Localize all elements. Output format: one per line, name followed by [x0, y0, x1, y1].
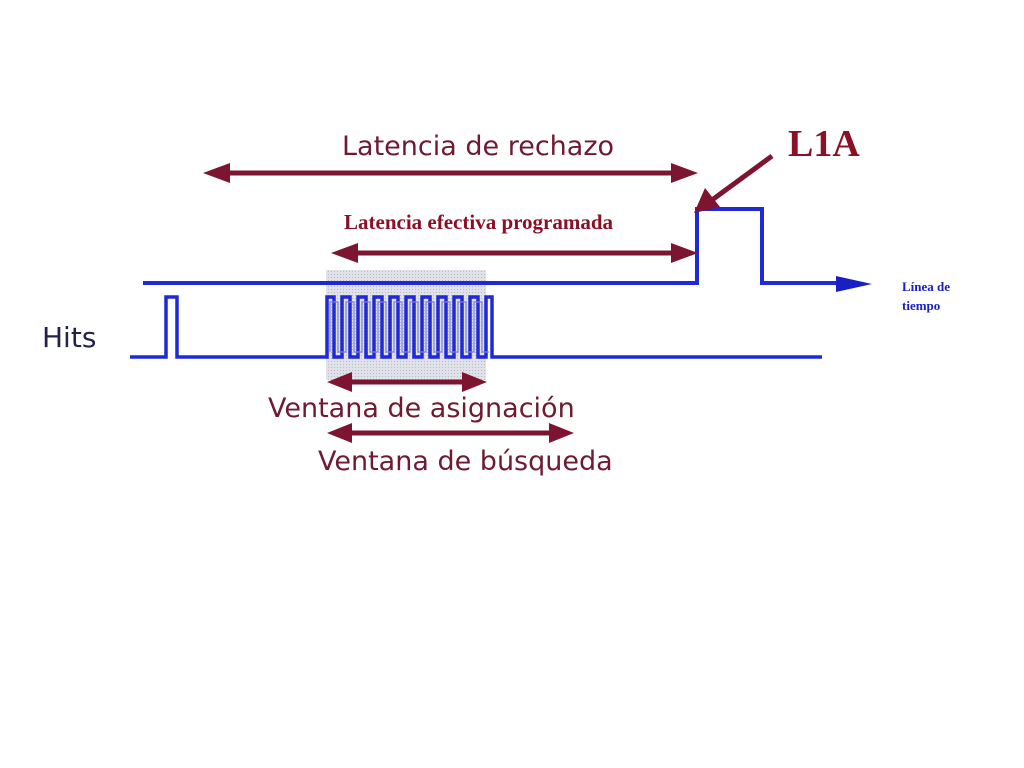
timeline-label-line1: Línea de — [902, 279, 950, 294]
hits-signal-line — [130, 295, 822, 359]
assignment-window-label: Ventana de asignación — [268, 393, 575, 424]
search-window-arrow — [327, 423, 574, 443]
l1a-label: L1A — [788, 123, 860, 165]
l1a-pointer-arrow — [694, 153, 774, 213]
timeline-label-line2: tiempo — [902, 298, 940, 313]
assignment-window-arrow — [327, 372, 487, 392]
effective-latency-arrow — [331, 243, 698, 263]
effective-latency-label: Latencia efectiva programada — [344, 210, 614, 234]
rejection-latency-arrow — [203, 163, 698, 183]
hits-label: Hits — [42, 321, 96, 354]
timeline-arrow-head — [836, 276, 872, 292]
trigger-signal-line — [143, 207, 838, 285]
hits-pulse-train-inner — [329, 301, 489, 353]
rejection-latency-label: Latencia de rechazo — [342, 131, 614, 162]
search-window-label: Ventana de búsqueda — [318, 446, 613, 477]
